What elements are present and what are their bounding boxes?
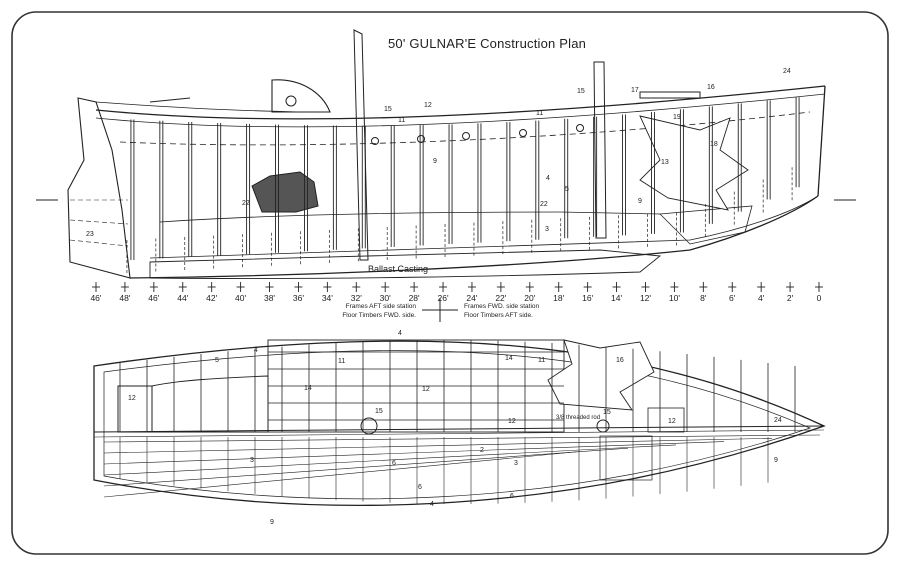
plan-deck-beams — [119, 340, 796, 432]
station-label: 36' — [293, 293, 304, 303]
profile-part-number: 17 — [631, 87, 639, 94]
profile-part-number: 11 — [536, 110, 543, 117]
plan-part-number: 3 — [514, 460, 518, 467]
station-label: 12' — [640, 293, 651, 303]
station-label: 42' — [206, 293, 217, 303]
profile-floor-timbers — [126, 167, 793, 274]
plan-part-number: 5 — [215, 357, 219, 364]
plan-part-number: 3 — [250, 457, 254, 464]
ballast-casting-label: Ballast Casting — [368, 264, 428, 274]
plan-deckhouse-grid — [268, 351, 564, 421]
station-label: 26' — [438, 293, 449, 303]
profile-part-number: 15 — [384, 106, 392, 113]
plan-part-number: 14 — [304, 385, 312, 392]
legend-floors-aft: Floor Timbers AFT side. — [464, 312, 533, 319]
profile-frames — [130, 97, 800, 260]
station-label: 46' — [90, 293, 101, 303]
station-labels: 46' 48' 46' 44' 42' 40' 38' 36' 34' 32' 30' 28' 26' 2… — [90, 293, 821, 303]
profile-part-number: 22 — [242, 200, 250, 207]
plan-plank-line — [103, 451, 581, 498]
profile-part-numbers: 24 12 15 11 15 17 16 19 11 18 13 9 4 5 9… — [86, 68, 791, 238]
plan-part-number: 9 — [774, 457, 778, 464]
station-ticks — [92, 282, 823, 292]
station-label: 30' — [380, 293, 391, 303]
profile-part-number: 23 — [86, 231, 94, 238]
station-label: 10' — [669, 293, 680, 303]
station-label: 24' — [466, 293, 477, 303]
plan-part-number: 2 — [480, 447, 484, 454]
plan-plank-line — [103, 434, 821, 443]
profile-part-number: 13 — [661, 159, 669, 166]
station-label: 18' — [553, 293, 564, 303]
plan-part-number: 16 — [616, 357, 624, 364]
station-legend: Frames AFT side station Floor Timbers FW… — [342, 298, 540, 322]
profile-part-number: 15 — [577, 88, 585, 95]
station-label: 46' — [148, 293, 159, 303]
plan-part-number: 15 — [375, 408, 383, 415]
station-label: 8' — [700, 293, 707, 303]
station-label: 32' — [351, 293, 362, 303]
station-label: 20' — [524, 293, 535, 303]
plan-part-number: 15 — [603, 409, 611, 416]
drawing-title: 50' GULNAR'E Construction Plan — [388, 36, 587, 51]
plan-part-number: 11 — [538, 357, 545, 364]
plan-part-number: 4 — [430, 501, 434, 508]
legend-frames-aft: Frames AFT side station — [346, 303, 417, 310]
plan-part-number: 11 — [338, 358, 345, 365]
profile-part-number: 5 — [565, 186, 569, 193]
profile-part-number: 4 — [546, 175, 550, 182]
profile-part-number: 12 — [424, 102, 432, 109]
station-label: 6' — [729, 293, 736, 303]
plan-part-number: 12 — [508, 418, 516, 425]
station-label: 4' — [758, 293, 765, 303]
profile-part-number: 16 — [707, 84, 715, 91]
profile-part-number: 22 — [540, 201, 548, 208]
plan-plank-line — [103, 447, 629, 487]
plan-planking-lines — [103, 434, 821, 504]
plan-part-number: 14 — [505, 355, 513, 362]
station-label: 22' — [495, 293, 506, 303]
plan-part-number: 24 — [774, 417, 782, 424]
plan-part-number: 12 — [668, 418, 676, 425]
profile-part-number: 24 — [783, 68, 791, 75]
station-label: 28' — [409, 293, 420, 303]
plan-part-number: 9 — [270, 519, 274, 526]
station-label: 14' — [611, 293, 622, 303]
station-label: 2' — [787, 293, 794, 303]
profile-view — [36, 29, 856, 279]
plan-part-number: 4 — [398, 330, 402, 337]
plan-part-number: 12 — [128, 395, 136, 402]
plan-part-number: 6 — [392, 460, 396, 467]
profile-part-number: 18 — [710, 141, 718, 148]
profile-part-number: 3 — [545, 226, 549, 233]
plan-plank-line — [103, 438, 773, 454]
threaded-rod-label: 3/8 threaded rod — [556, 415, 600, 421]
plan-part-numbers: 4 5 4 11 14 11 16 14 12 12 15 12 15 12 2… — [128, 330, 782, 526]
station-label: 38' — [264, 293, 275, 303]
profile-part-number: 11 — [398, 117, 405, 124]
legend-floors-fwd: Floor Timbers FWD. side. — [342, 312, 416, 319]
station-label: 34' — [322, 293, 333, 303]
plan-part-number: 6 — [418, 484, 422, 491]
profile-part-number: 9 — [638, 198, 642, 205]
legend-frames-fwd: Frames FWD. side station — [464, 303, 540, 310]
plan-part-number: 12 — [422, 386, 430, 393]
plan-plank-line — [103, 441, 725, 465]
station-label: 40' — [235, 293, 246, 303]
station-label: 16' — [582, 293, 593, 303]
station-label: 48' — [119, 293, 130, 303]
plan-part-number: 6 — [510, 493, 514, 500]
profile-part-number: 19 — [673, 114, 681, 121]
profile-part-number: 9 — [433, 158, 437, 165]
station-label: 0 — [817, 293, 822, 303]
station-label: 44' — [177, 293, 188, 303]
plan-part-number: 4 — [254, 347, 258, 354]
